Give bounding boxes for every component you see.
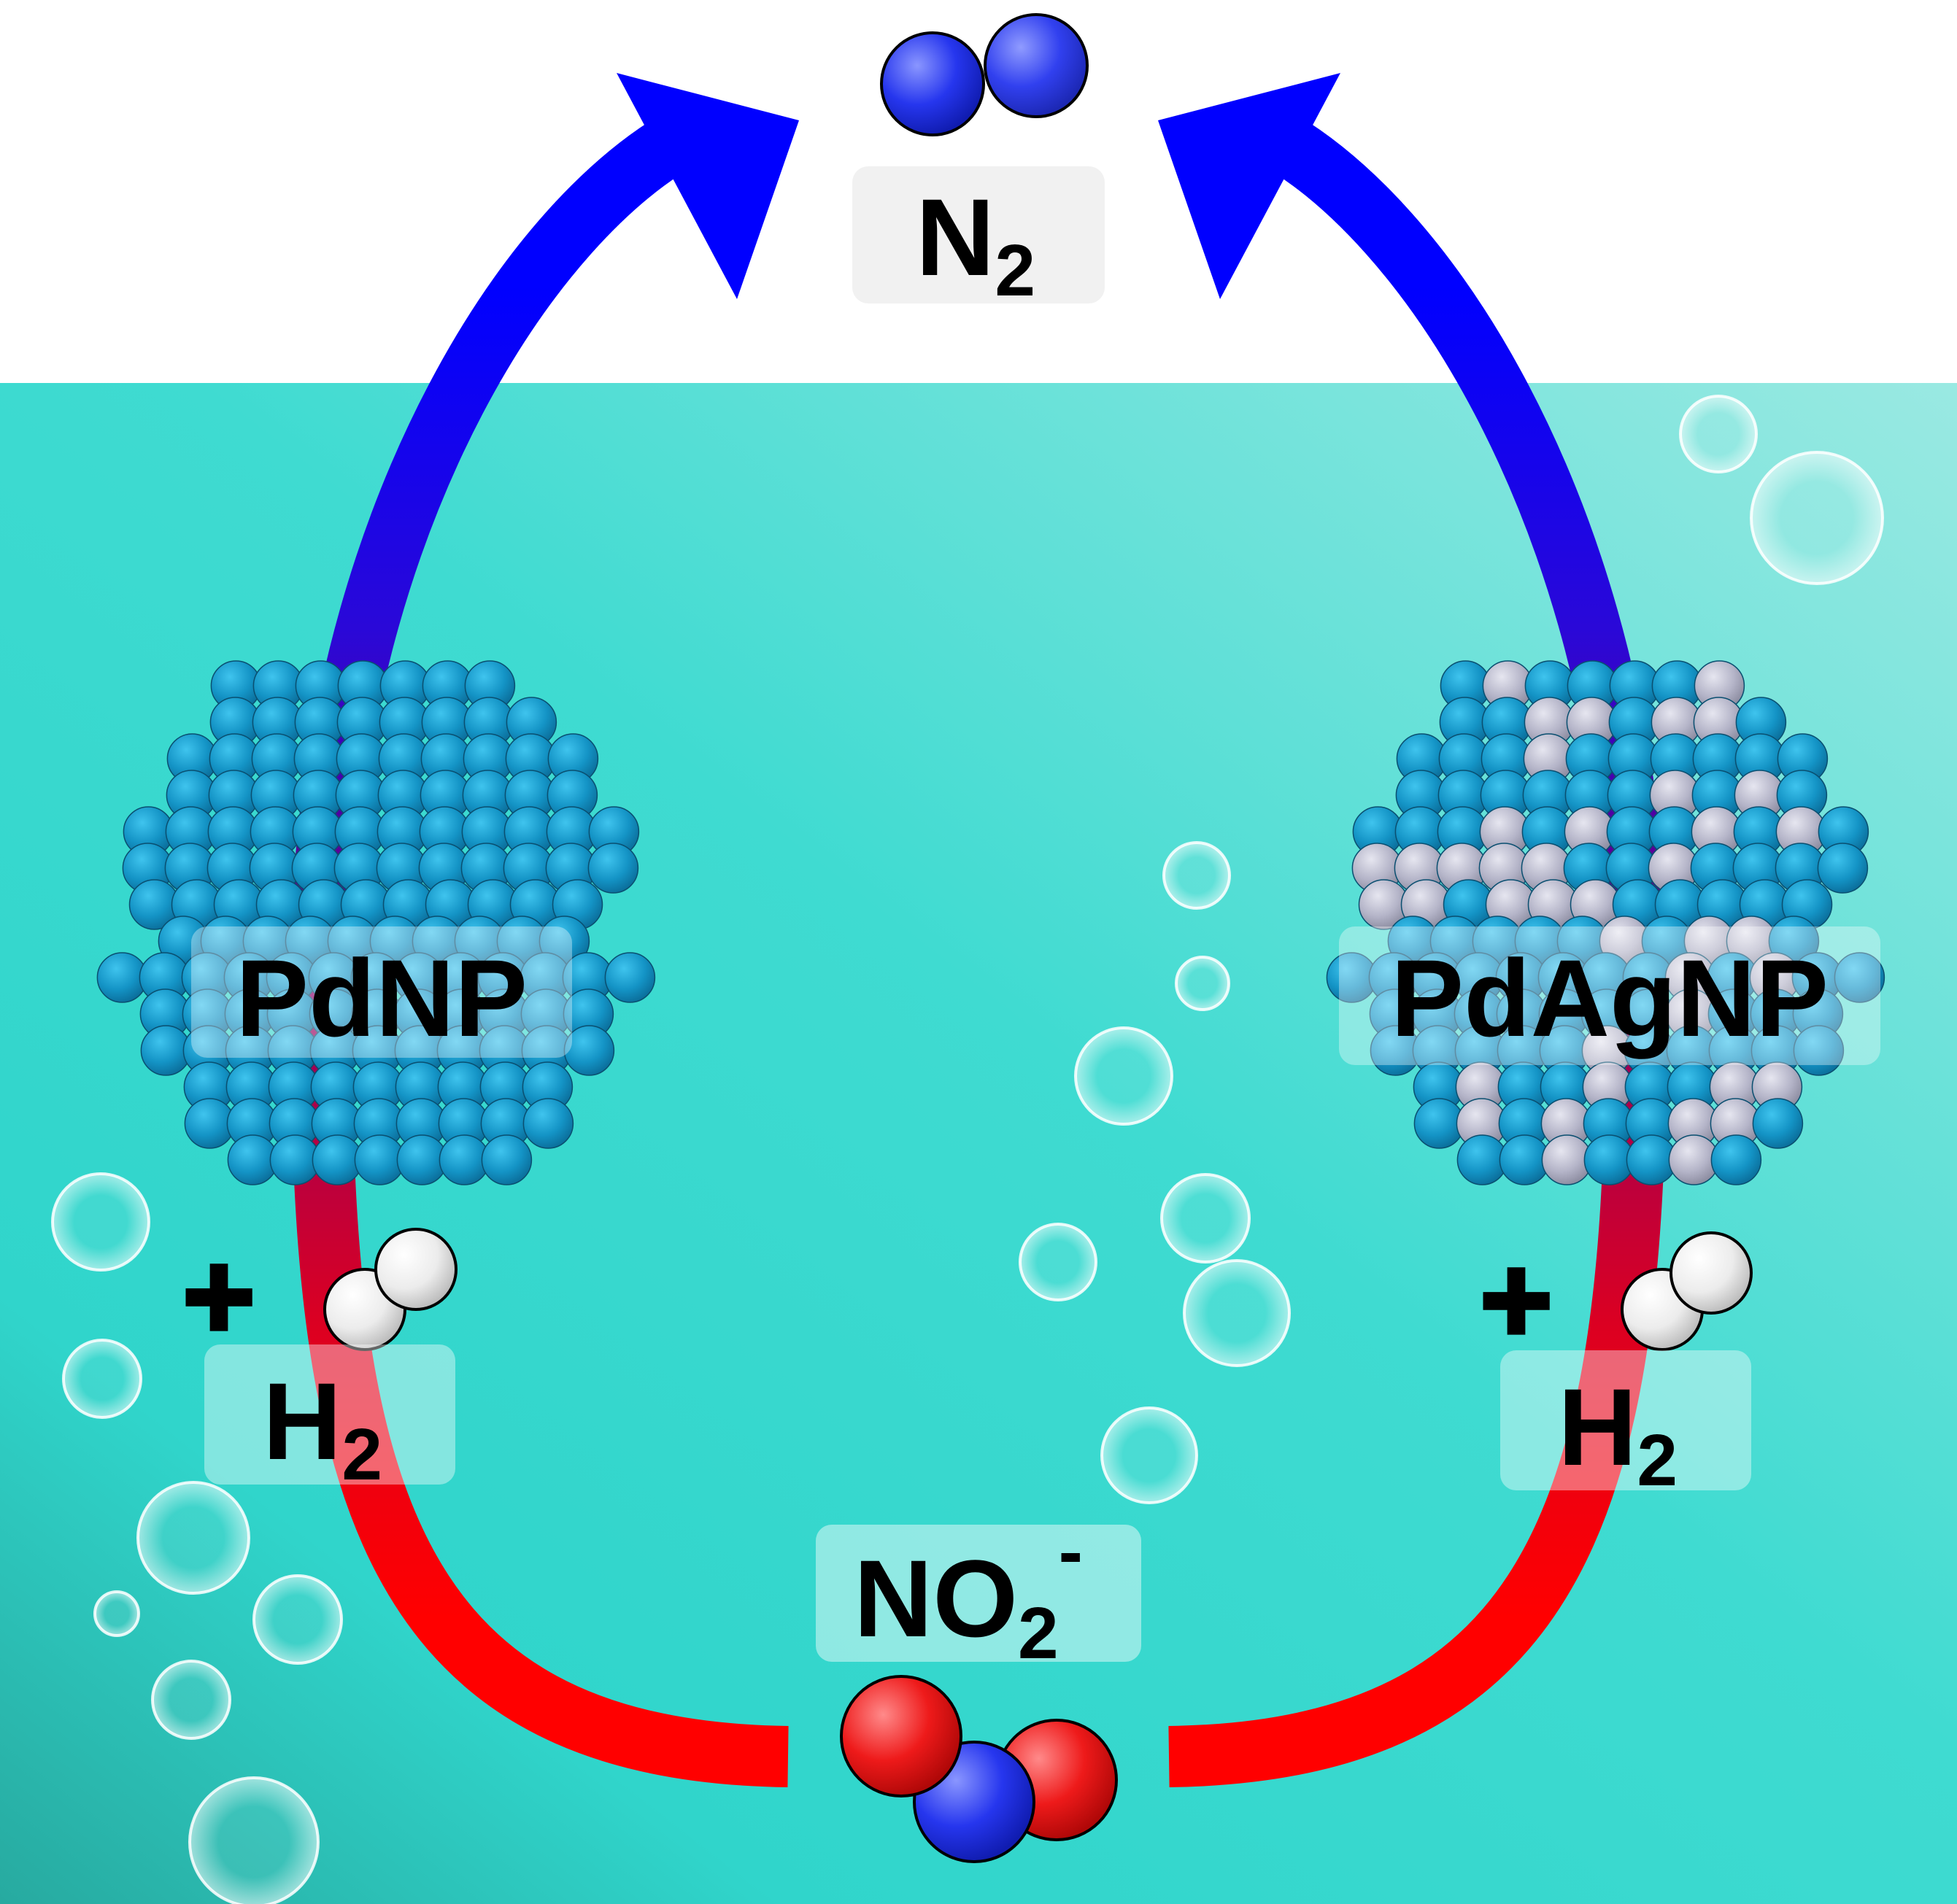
bubble: [1100, 1406, 1198, 1504]
pd-atom: [522, 1098, 574, 1149]
h2-molecule-left: [323, 1228, 458, 1351]
bubbles: [51, 395, 1884, 1904]
nitrogen-atom: [984, 13, 1089, 118]
pdnp-nanoparticle: [96, 660, 656, 1185]
pd-atom: [587, 843, 639, 894]
pd-atom: [1817, 843, 1869, 894]
h2-molecule-right: [1621, 1231, 1753, 1351]
plus-sign-left: +: [182, 1227, 255, 1366]
bubble: [151, 1660, 231, 1740]
label-boxes: [191, 166, 1880, 1662]
no2-molecule: [840, 1675, 1118, 1863]
pd-atom: [1710, 1134, 1762, 1185]
pd-atom: [563, 1025, 615, 1076]
bubble: [62, 1339, 142, 1419]
h2-right-label-box: [1500, 1350, 1751, 1490]
n2-label: N2: [916, 176, 1035, 311]
bubble: [1162, 841, 1231, 910]
h2-left-label: H2: [263, 1360, 382, 1495]
oxygen-atom: [840, 1675, 962, 1797]
bubble: [1750, 451, 1884, 585]
pdagnp-label: PdAgNP: [1391, 937, 1829, 1059]
n2-label-box: [852, 166, 1105, 303]
bubble: [1160, 1173, 1251, 1263]
right-arrow-head: [1158, 73, 1340, 299]
pdagnp-nanoparticle: [1326, 660, 1885, 1185]
pd-atom: [1793, 1025, 1845, 1076]
pdnp-label-box: [191, 926, 572, 1058]
no2-label: NO2-: [854, 1511, 1083, 1674]
left-arrow-head: [617, 73, 799, 299]
bubble: [93, 1590, 140, 1637]
bubble: [1175, 956, 1230, 1011]
plus-signs: + +: [180, 1225, 1554, 1371]
n2-molecule: [880, 13, 1089, 136]
pd-atom: [604, 952, 656, 1003]
bubble: [1019, 1223, 1097, 1301]
bubble: [136, 1481, 250, 1595]
pd-atom: [1834, 952, 1885, 1003]
plus-sign-right: +: [1480, 1231, 1552, 1369]
h2-right-label: H2: [1558, 1366, 1678, 1501]
bubble: [188, 1776, 320, 1904]
hydrogen-atom: [374, 1228, 458, 1311]
bubble: [1183, 1259, 1291, 1367]
bubble: [51, 1172, 150, 1272]
bubble: [1679, 395, 1758, 473]
pdnp-label: PdNP: [236, 937, 528, 1059]
pd-atom: [481, 1134, 533, 1185]
h2-left-label-box: [204, 1344, 455, 1485]
pdagnp-label-box: [1339, 926, 1880, 1065]
hydrogen-atom: [1670, 1231, 1753, 1315]
bubble: [252, 1574, 343, 1665]
nitrogen-atom: [880, 31, 985, 136]
no2-label-box: [816, 1525, 1141, 1662]
bubble: [1074, 1026, 1173, 1126]
pd-atom: [1752, 1098, 1804, 1149]
